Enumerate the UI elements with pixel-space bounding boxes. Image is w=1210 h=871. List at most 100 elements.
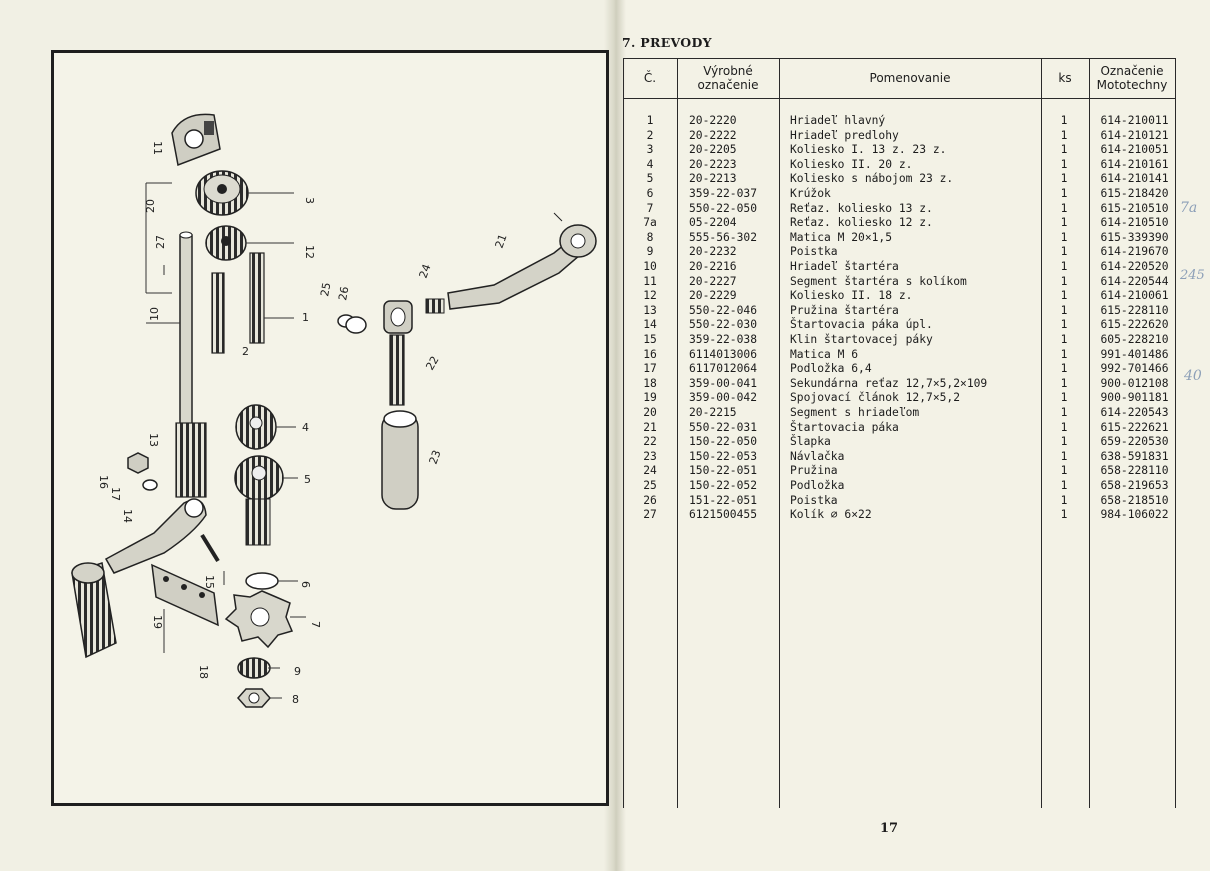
cell-code: 6121500455 <box>689 508 758 522</box>
starter-spring-drawing <box>175 422 207 498</box>
diagram-label: 5 <box>304 473 311 486</box>
cell-moto: 615-228110 <box>1100 303 1169 317</box>
cell-moto: 614-210051 <box>1100 143 1169 157</box>
right-page <box>612 0 1210 871</box>
diagram-label: 13 <box>147 433 160 447</box>
cell-ks: 1 <box>1060 114 1068 127</box>
leader-lines <box>145 182 306 699</box>
cell-name: Sekundárna reťaz 12,7×5,2×109 <box>790 376 988 390</box>
cell-ks: 1 <box>1060 479 1068 492</box>
cell-code: 20-2222 <box>689 128 737 142</box>
cell-moto: 992-701466 <box>1100 362 1169 376</box>
cell-code: 150-22-051 <box>689 464 758 478</box>
cell-code: 20-2213 <box>689 172 737 186</box>
cell-ks: 1 <box>1060 435 1068 449</box>
cell-ks: 1 <box>1060 347 1068 361</box>
cell-name: Matica M 6 <box>790 347 859 361</box>
header-code-line1: Výrobné <box>703 64 753 78</box>
cell-ks: 1 <box>1060 172 1068 186</box>
cell-no: 25 <box>643 479 657 492</box>
header-no: Č. <box>643 71 657 85</box>
diagram-label: 7 <box>309 621 322 628</box>
cell-name: Kolík ∅ 6×22 <box>790 508 872 522</box>
column-divider <box>677 58 678 808</box>
header-moto: Označenie Mototechny <box>1089 58 1175 98</box>
parts-table: Č. Výrobné označenie Pomenovanie ks Ozna… <box>623 58 1176 808</box>
diagram-label: 23 <box>427 448 444 466</box>
cell-ks: 1 <box>1060 230 1068 244</box>
cell-moto: 991-401486 <box>1100 347 1169 361</box>
diagram-label: 2 <box>242 345 249 358</box>
diagram-label: 16 <box>97 475 110 489</box>
diagram-label: 17 <box>109 487 122 501</box>
diagram-label: 18 <box>197 665 210 679</box>
cell-code: 359-00-041 <box>689 376 758 390</box>
cell-no: 24 <box>643 464 657 478</box>
cell-ks: 1 <box>1060 128 1068 142</box>
table-border-top <box>623 58 1176 59</box>
header-moto-line1: Označenie <box>1100 64 1164 78</box>
diagram-label: 9 <box>294 665 301 678</box>
diagram-label: 4 <box>302 421 309 434</box>
cell-ks: 1 <box>1060 260 1068 273</box>
cell-no: 19 <box>643 391 657 405</box>
kick-arm-drawing <box>425 212 597 314</box>
cell-ks: 1 <box>1060 420 1068 434</box>
diagram-label: 6 <box>299 581 312 588</box>
cell-moto: 659-220530 <box>1100 435 1169 449</box>
cell-ks: 1 <box>1060 274 1068 288</box>
cell-name: Hriadeľ predlohy <box>790 128 899 142</box>
header-code: Výrobné označenie <box>677 58 779 98</box>
cell-no: 27 <box>643 508 657 522</box>
cell-code: 359-22-037 <box>689 187 758 200</box>
cell-no: 11 <box>643 274 657 288</box>
cell-no: 17 <box>643 362 657 376</box>
diagram-label: 1 <box>302 311 309 324</box>
cell-moto: 614-219670 <box>1100 245 1169 259</box>
key-drawing <box>200 533 220 563</box>
cell-ks: 1 <box>1060 376 1068 390</box>
cell-moto: 605-228210 <box>1100 333 1169 346</box>
diagram-label: 15 <box>203 575 216 589</box>
diagram-label: 27 <box>154 235 167 249</box>
main-shaft-drawing <box>211 252 265 354</box>
cell-no: 6 <box>646 187 654 200</box>
diagram-label: 3 <box>303 197 316 204</box>
cell-no: 7 <box>646 201 654 215</box>
margin-note: 7a <box>1180 200 1198 216</box>
cell-ks: 1 <box>1060 303 1068 317</box>
diagram-label: 22 <box>423 354 441 373</box>
cell-code: 150-22-053 <box>689 449 758 463</box>
cell-no: 16 <box>643 347 657 361</box>
chain-drawing <box>151 563 219 627</box>
cell-code: 359-22-038 <box>689 333 758 346</box>
header-code-line2: označenie <box>697 78 759 92</box>
cell-name: Pružina štartéra <box>790 303 899 317</box>
cell-moto: 614-220543 <box>1100 406 1169 419</box>
cell-name: Hriadeľ hlavný <box>790 114 886 127</box>
pedal-drawing <box>381 300 419 510</box>
cell-name: Pružina <box>790 464 838 478</box>
diagram-label: 11 <box>151 141 164 155</box>
cell-code: 550-22-050 <box>689 201 758 215</box>
cell-moto: 614-210141 <box>1100 172 1169 186</box>
cell-ks: 1 <box>1060 406 1068 419</box>
diagram-label: 26 <box>336 285 351 301</box>
cell-no: 14 <box>643 318 657 332</box>
cell-ks: 1 <box>1060 201 1068 215</box>
diagram-label: 20 <box>144 199 157 213</box>
cell-name: Návlačka <box>790 449 845 463</box>
cell-no: 22 <box>643 435 657 449</box>
cell-moto: 615-222620 <box>1100 318 1169 332</box>
